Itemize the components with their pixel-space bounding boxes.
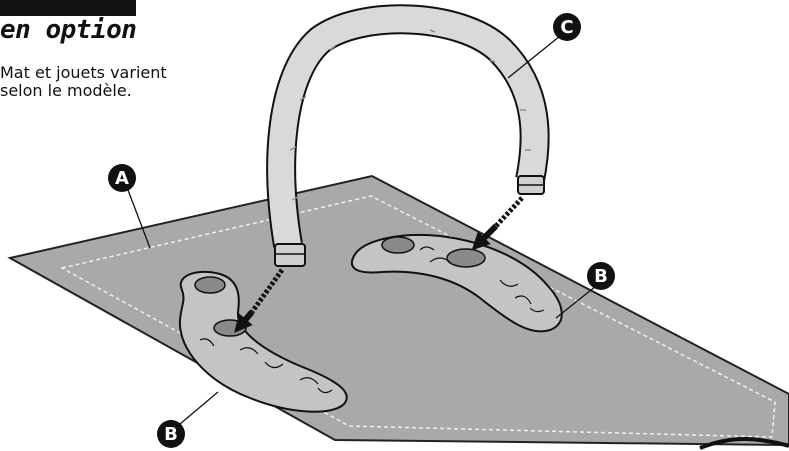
toy-right-socket-1 xyxy=(381,236,415,254)
play-mat xyxy=(7,174,789,450)
callout-b-left: B xyxy=(157,420,185,448)
callout-b-left-letter: B xyxy=(164,424,178,445)
callout-c: C xyxy=(553,13,581,41)
mat-edge-curl xyxy=(699,437,789,450)
leader-lines xyxy=(127,35,597,425)
callout-a-badge xyxy=(108,164,136,192)
arrow-left-dashed xyxy=(249,268,285,314)
arrow-right-shaft xyxy=(471,223,499,251)
header-bar xyxy=(0,0,136,16)
toy-left xyxy=(178,270,348,413)
hose-connector-left xyxy=(274,243,306,267)
toy-right-leaf-pattern xyxy=(419,246,545,313)
connection-arrows xyxy=(234,196,524,333)
toy-left-socket-1 xyxy=(194,276,226,294)
callout-b-left-badge xyxy=(157,420,185,448)
arrow-right-dashed xyxy=(494,196,524,228)
mat-surface xyxy=(7,174,789,447)
arrow-left-shaft xyxy=(234,310,255,333)
callout-c-letter: C xyxy=(560,17,573,38)
leader-c xyxy=(507,35,561,79)
model-note-line-1: Mat et jouets varient xyxy=(0,63,167,82)
leader-b-right xyxy=(555,285,597,319)
callout-b-right-badge xyxy=(587,262,615,290)
leader-a xyxy=(127,189,151,249)
model-note: Mat et jouets varient selon le modèle. xyxy=(0,64,167,100)
hose-texture xyxy=(289,29,531,201)
leader-b-left xyxy=(179,391,219,425)
toy-right-body xyxy=(350,233,563,333)
callout-c-badge xyxy=(553,13,581,41)
callout-a: A xyxy=(108,164,136,192)
toy-right xyxy=(350,233,563,333)
heading: en option xyxy=(0,15,137,45)
callout-b-right: B xyxy=(587,262,615,290)
toy-left-leaf-pattern xyxy=(199,338,333,394)
callout-a-letter: A xyxy=(115,168,129,189)
callout-b-right-letter: B xyxy=(594,266,608,287)
model-note-line-2: selon le modèle. xyxy=(0,81,132,100)
toy-right-socket-2 xyxy=(446,248,486,268)
hose-tube xyxy=(268,6,548,248)
toy-left-body xyxy=(178,270,348,413)
hose xyxy=(266,4,550,267)
